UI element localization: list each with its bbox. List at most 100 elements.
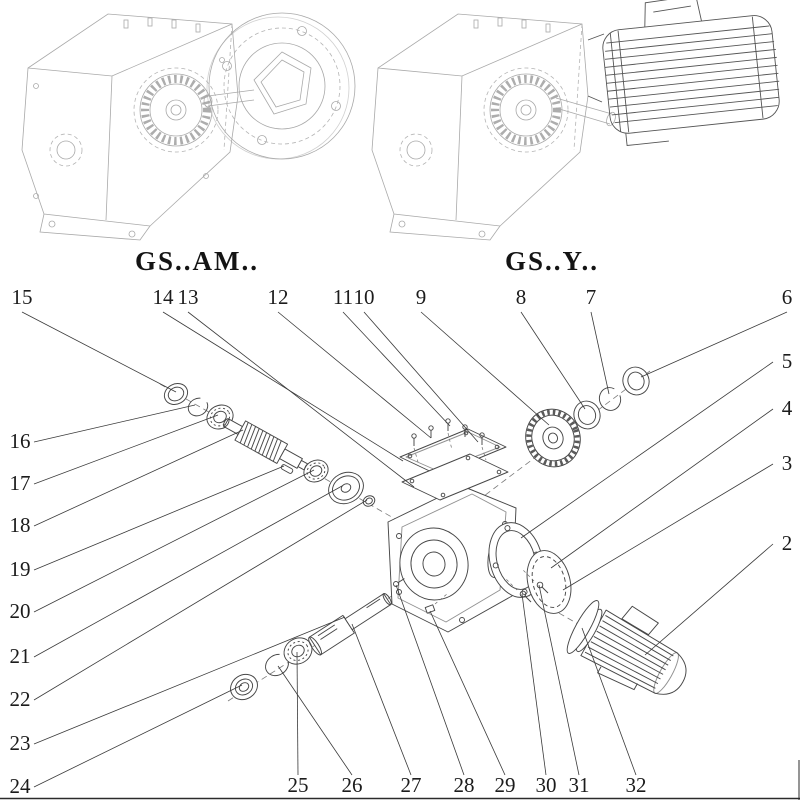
part-number-2: 2 — [782, 531, 793, 555]
leader-line-15 — [21, 311, 177, 393]
small-ring-22 — [362, 495, 376, 507]
part-number-17: 17 — [10, 471, 31, 495]
part-number-18: 18 — [10, 513, 31, 537]
leader-line-8 — [520, 311, 586, 410]
part-number-15: 15 — [12, 285, 33, 309]
leader-line-6 — [640, 311, 788, 378]
leader-line-23 — [33, 616, 346, 745]
motor-terminal-box — [621, 605, 659, 636]
part-number-11: 11 — [333, 285, 353, 309]
leader-line-20 — [33, 469, 315, 613]
leader-line-21 — [33, 485, 343, 658]
vent-plug — [424, 593, 448, 614]
part-number-4: 4 — [782, 396, 793, 420]
leader-line-17 — [33, 414, 219, 485]
shaft-seal-ring — [163, 383, 189, 405]
part-number-8: 8 — [516, 285, 527, 309]
leader-line-11 — [342, 311, 451, 427]
part-number-25: 25 — [288, 773, 309, 797]
part-number-3: 3 — [782, 451, 793, 475]
cover-gasket-right — [526, 550, 572, 614]
part-number-5: 5 — [782, 349, 793, 373]
gearbox-y-drawing — [371, 0, 780, 241]
part-number-32: 32 — [626, 773, 647, 797]
leader-line-19 — [33, 465, 285, 571]
worm-bearing — [303, 459, 329, 483]
leader-line-30 — [521, 593, 547, 776]
output-spline-y — [483, 67, 569, 153]
motor-fins — [584, 615, 674, 689]
gear-spacer-ring — [573, 400, 601, 430]
part-number-13: 13 — [178, 285, 199, 309]
leader-line-12 — [277, 311, 432, 439]
part-number-16: 16 — [10, 429, 31, 453]
cover-gasket — [401, 453, 509, 501]
part-number-12: 12 — [268, 285, 289, 309]
part-number-24: 24 — [10, 774, 32, 798]
part-number-23: 23 — [10, 731, 31, 755]
part-number-9: 9 — [416, 285, 427, 309]
leader-line-25 — [296, 651, 299, 776]
set-screw — [393, 578, 405, 587]
output-spline-am — [133, 67, 219, 153]
leader-line-10 — [363, 311, 479, 443]
part-number-10: 10 — [354, 285, 375, 309]
helical-gear — [525, 408, 581, 468]
output-seal-washer — [230, 673, 258, 701]
terminal-box — [644, 0, 702, 27]
leader-line-4 — [550, 408, 774, 569]
worm-shaft — [222, 418, 310, 471]
part-number-27: 27 — [401, 773, 422, 797]
leader-line-18 — [33, 429, 244, 527]
mounting-flange — [203, 12, 356, 160]
part-number-30: 30 — [536, 773, 557, 797]
part-number-7: 7 — [586, 285, 597, 309]
worm-thread — [239, 422, 282, 462]
part-number-22: 22 — [10, 687, 31, 711]
leader-line-7 — [590, 311, 610, 395]
leader-line-29 — [429, 610, 506, 776]
part-number-31: 31 — [569, 773, 590, 797]
part-number-14: 14 — [153, 285, 175, 309]
leader-line-16 — [33, 404, 196, 443]
output-bearing — [283, 637, 313, 665]
part-number-19: 19 — [10, 557, 31, 581]
leader-line-5 — [520, 361, 774, 539]
leader-line-31 — [538, 584, 580, 776]
cover-bolts — [411, 418, 487, 463]
top-bolts — [123, 17, 201, 33]
part-number-20: 20 — [10, 599, 31, 623]
motor-drawing — [602, 0, 780, 146]
exploded-view — [159, 366, 687, 702]
leader-line-3 — [562, 463, 774, 591]
bearing-cap-ring — [622, 366, 650, 396]
leader-line-2 — [644, 543, 774, 656]
leader-line-27 — [351, 623, 412, 776]
housing-cover-plate — [399, 428, 507, 476]
leader-line-32 — [581, 627, 637, 776]
part-number-26: 26 — [342, 773, 363, 797]
snap-ring-7 — [598, 387, 622, 411]
motor — [566, 600, 687, 695]
part-number-6: 6 — [782, 285, 793, 309]
variant-label-gs-am: GS..AM.. — [135, 246, 259, 276]
leader-line-26 — [277, 665, 353, 776]
variant-label-gs-y: GS..Y.. — [505, 246, 599, 276]
output-shaft — [308, 593, 392, 656]
part-number-21: 21 — [10, 644, 31, 668]
seal-disc — [328, 471, 364, 505]
leader-line-28 — [395, 584, 465, 776]
flange-bolts — [504, 568, 549, 603]
leader-line-13 — [187, 311, 415, 488]
motor-flange — [566, 600, 600, 654]
leader-line-24 — [33, 684, 243, 788]
shaft-key — [280, 464, 294, 474]
part-number-29: 29 — [495, 773, 516, 797]
snap-ring-16 — [187, 397, 209, 417]
leader-line-14 — [162, 311, 404, 462]
leader-line-22 — [33, 499, 368, 701]
part-number-28: 28 — [454, 773, 475, 797]
